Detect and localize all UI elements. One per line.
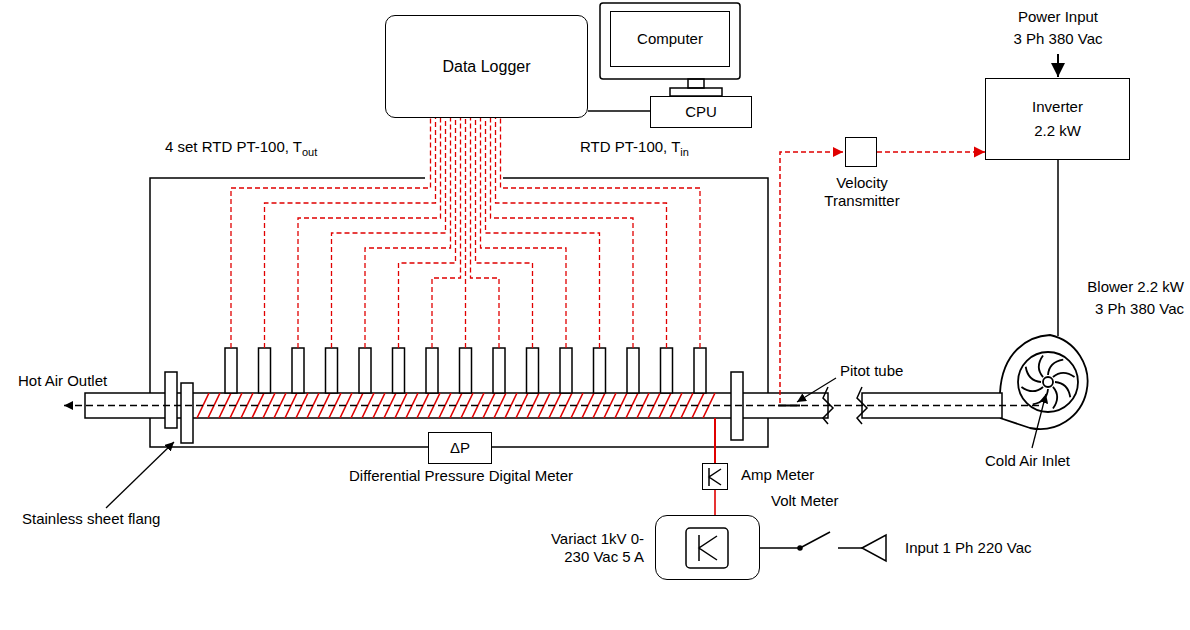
box-caption: Velocity Transmitter	[812, 174, 912, 210]
annotation: 3 Ph 380 Vac	[1095, 300, 1184, 317]
rtd-signal-wire	[465, 118, 466, 348]
impeller-blade	[1053, 373, 1075, 377]
impeller-blade	[1021, 387, 1043, 391]
annotation: Cold Air Inlet	[985, 452, 1070, 469]
voltmeter-face	[686, 528, 728, 568]
rtd-probe	[259, 348, 271, 393]
rtd-probe	[225, 348, 706, 393]
rtd-probe	[359, 348, 371, 393]
mains-switch	[760, 532, 862, 550]
annotation: Stainless sheet flang	[22, 510, 160, 527]
pitot-probe	[778, 405, 800, 407]
rtd-signal-wire	[332, 118, 446, 348]
impeller-blade	[1039, 355, 1043, 377]
cpu-box: CPU	[650, 96, 752, 128]
rtd-signal-wire	[432, 118, 461, 348]
label-group: Stainless sheet flang	[22, 510, 160, 528]
rtd-probe	[426, 348, 438, 393]
leader-line	[106, 442, 174, 508]
label-group: Cold Air Inlet	[985, 452, 1070, 470]
annotation: Pitot tube	[840, 362, 903, 379]
ammeter-box: Amp Meter	[702, 463, 728, 490]
label-group: RTD PT-100, Tin	[580, 138, 689, 159]
box-label: 2.2 kW	[1034, 122, 1081, 140]
box-label: CPU	[685, 103, 717, 121]
annotation: Blower 2.2 kW	[1087, 278, 1184, 295]
heater-wire	[714, 490, 716, 515]
pressure-meter-box: ΔPDifferential Pressure Digital Meter	[428, 432, 492, 464]
power-arrow	[1057, 54, 1059, 77]
leader-line	[797, 378, 836, 402]
label-group: Power Input	[998, 8, 1118, 26]
motor-cable	[1057, 160, 1059, 336]
impeller-blade	[1053, 387, 1057, 409]
blower	[1000, 335, 1088, 429]
data-cable	[588, 110, 650, 112]
subscript: in	[680, 146, 689, 158]
box-label: ΔP	[450, 439, 470, 457]
label-group: Blower 2.2 kW	[1060, 278, 1184, 296]
annotation: Input 1 Ph 220 Vac	[905, 539, 1031, 556]
inverter-box: Inverter 2.2 kW	[985, 78, 1130, 160]
monitor-screen: Computer	[610, 11, 730, 67]
rtd-probe	[292, 348, 304, 393]
rtd-probe	[493, 348, 505, 393]
monitor	[600, 3, 740, 96]
mains-plug	[862, 535, 886, 561]
heater-wire	[714, 418, 716, 463]
ammeter-symbol	[709, 468, 721, 486]
flow-centerline	[64, 405, 1040, 406]
label-group: 3 Ph 380 Vac	[1060, 300, 1184, 318]
rtd-probe	[560, 348, 572, 393]
rtd-probe	[326, 348, 338, 393]
label-group: Input 1 Ph 220 Vac	[905, 539, 1031, 557]
rtd-signal-wire	[365, 118, 451, 348]
box-caption: Amp Meter	[741, 466, 814, 484]
rtd-probe	[527, 348, 539, 393]
transmitter-box: Velocity Transmitter	[845, 137, 877, 167]
rtd-probe	[627, 348, 639, 393]
annotation: 4 set RTD PT-100, T	[165, 138, 302, 155]
voltmeter-symbol	[699, 535, 717, 561]
leader-line	[1032, 394, 1046, 448]
rtd-probe	[393, 348, 405, 393]
pitot-signal	[780, 152, 843, 403]
label-group: 3 Ph 380 Vac	[998, 30, 1118, 48]
label-group: Hot Air Outlet	[18, 372, 107, 390]
rtd-probe	[694, 348, 706, 393]
box-label: Inverter	[1032, 98, 1083, 116]
rtd-signal-wire	[399, 118, 456, 348]
annotation: RTD PT-100, T	[580, 138, 680, 155]
box-caption: Differential Pressure Digital Meter	[291, 467, 631, 485]
rtd-cable	[150, 178, 768, 393]
rtd-probe	[460, 348, 472, 393]
annotation: Hot Air Outlet	[18, 372, 107, 389]
box-caption: Variact 1kV 0-230 Vac 5 A	[526, 530, 644, 566]
box-label: Computer	[637, 30, 703, 48]
label-group: Pitot tube	[840, 362, 903, 380]
annotation: Power Input	[1018, 8, 1098, 25]
data-logger-box: Data Logger	[385, 15, 588, 118]
variac-box: Volt MeterVariact 1kV 0-230 Vac 5 A	[655, 515, 760, 580]
rtd-probe	[594, 348, 606, 393]
box-caption: Volt Meter	[771, 492, 839, 510]
rtd-probe	[661, 348, 673, 393]
rtd-signal-wire	[501, 118, 701, 348]
signal-line	[877, 151, 985, 153]
rtd-probe	[225, 348, 237, 393]
box-label: Data Logger	[442, 57, 530, 76]
label-group: 4 set RTD PT-100, Tout	[165, 138, 317, 159]
annotation: 3 Ph 380 Vac	[1014, 30, 1103, 47]
subscript: out	[302, 146, 317, 158]
